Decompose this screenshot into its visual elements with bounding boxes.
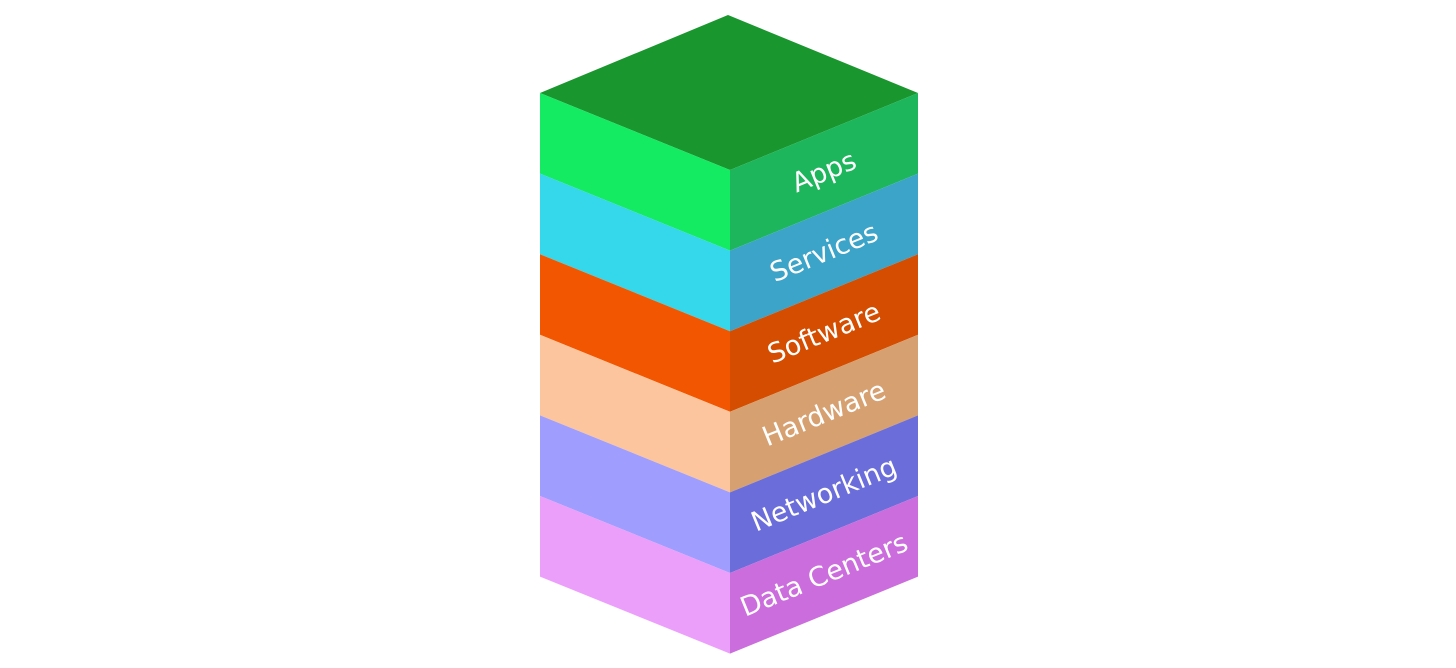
layer-left-face — [540, 254, 730, 412]
layer-right-face — [730, 93, 918, 251]
layer-left-face — [540, 173, 730, 332]
layer-left-face — [540, 334, 730, 493]
layer-right-face — [730, 173, 918, 332]
layer-apps: Apps — [540, 93, 918, 251]
layer-right-face — [730, 415, 918, 573]
layer-right-face — [730, 496, 918, 654]
layer-right-face — [730, 254, 918, 412]
layer-right-face — [730, 334, 918, 493]
layer-left-face — [540, 93, 730, 251]
layer-data-centers: Data Centers — [540, 496, 918, 654]
layer-left-face — [540, 415, 730, 573]
layer-left-face — [540, 496, 730, 654]
stack-top-face — [540, 15, 918, 170]
layer-services: Services — [540, 173, 918, 332]
